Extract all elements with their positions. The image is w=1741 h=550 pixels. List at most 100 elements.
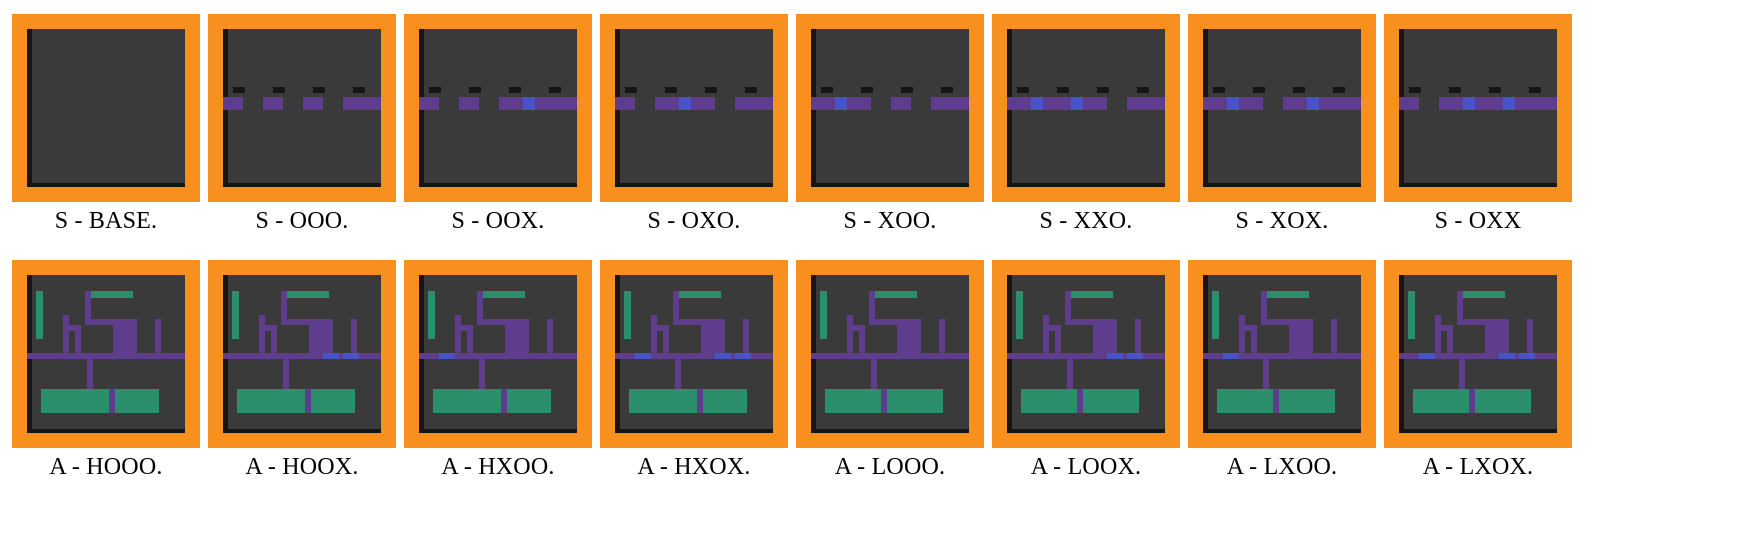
maze-wall [859, 331, 865, 359]
wall-segment [655, 97, 675, 110]
maze-wall [1459, 359, 1465, 389]
shadow-bump [665, 87, 677, 93]
shadow-bump [1097, 87, 1109, 93]
multi-room-tile [992, 260, 1180, 448]
shadow-bump [1489, 87, 1501, 93]
maze-wall [743, 319, 749, 359]
wall-segment [1399, 97, 1419, 110]
maze-wall-horizontal [27, 353, 185, 359]
door-open [679, 97, 691, 110]
shadow-bump [1017, 87, 1029, 93]
maze-wall [675, 359, 681, 389]
maze-wall [1135, 319, 1141, 359]
grid-environment [419, 29, 577, 187]
shadow-bottom [223, 429, 381, 433]
maze-wall-horizontal [811, 353, 969, 359]
maze-wall [1055, 331, 1061, 359]
maze-wall [1065, 319, 1099, 325]
maze-wall [283, 359, 289, 389]
shadow-bump [1253, 87, 1265, 93]
shadow-bottom [1203, 183, 1361, 187]
shadow-bump [1057, 87, 1069, 93]
door-open [735, 353, 751, 359]
door-open [1519, 353, 1535, 359]
maze-wall [155, 319, 161, 359]
maze-wall [1067, 359, 1073, 389]
maze-wall [271, 331, 277, 359]
maze-block [897, 319, 921, 359]
shadow-bottom [1007, 183, 1165, 187]
divider [1469, 389, 1475, 413]
maze-wall [1043, 325, 1061, 331]
maze-wall-horizontal [1007, 353, 1165, 359]
door-open [1307, 97, 1319, 110]
door-open [343, 353, 359, 359]
goal-bar-left [624, 291, 631, 339]
maze-block [309, 319, 333, 359]
shadow-bump [821, 87, 833, 93]
wall-segment [539, 97, 577, 110]
wall-segment [615, 97, 635, 110]
shadow-left [27, 29, 32, 187]
grid-environment [811, 275, 969, 433]
maze-wall [1251, 331, 1257, 359]
maze-wall [1435, 315, 1441, 359]
tile-caption: A - HOOO. [49, 454, 163, 480]
goal-bar-left [232, 291, 239, 339]
wall-segment [1519, 97, 1557, 110]
tile-caption: S - OXO. [647, 208, 741, 234]
maze-wall [1457, 319, 1491, 325]
maze-wall [455, 325, 473, 331]
maze-wall [1239, 325, 1257, 331]
maze-wall [351, 319, 357, 359]
grid-environment [1399, 275, 1557, 433]
wall-segment [343, 97, 381, 110]
divider [501, 389, 507, 413]
shadow-bump [549, 87, 561, 93]
wall-segment [1127, 97, 1165, 110]
tile-caption: A - LXOO. [1226, 454, 1338, 480]
door-open [635, 353, 651, 359]
door-open [1503, 97, 1515, 110]
maze-block [113, 319, 137, 359]
grid-environment [223, 29, 381, 187]
shadow-bottom [1203, 429, 1361, 433]
wall-segment [1439, 97, 1459, 110]
grid-environment [223, 275, 381, 433]
maze-wall [1043, 315, 1049, 359]
maze-wall [847, 325, 865, 331]
door-open [1227, 97, 1239, 110]
maze-wall [259, 315, 265, 359]
maze-block [1289, 319, 1313, 359]
maze-wall-horizontal [1399, 353, 1557, 359]
shadow-bump [745, 87, 757, 93]
tile-caption: S - XOO. [843, 208, 937, 234]
tile-caption: S - OOO. [255, 208, 349, 234]
maze-wall [663, 331, 669, 359]
wall-segment [303, 97, 323, 110]
door-open [323, 353, 339, 359]
wall-segment [459, 97, 479, 110]
divider [305, 389, 311, 413]
maze-block [1485, 319, 1509, 359]
tile-caption: S - XXO. [1039, 208, 1133, 234]
maze-wall-horizontal [419, 353, 577, 359]
grid-environment [1203, 29, 1361, 187]
maze-wall [63, 315, 69, 359]
shadow-bottom [811, 183, 969, 187]
maze-wall [85, 291, 91, 325]
maze-wall [651, 315, 657, 359]
maze-wall-horizontal [1203, 353, 1361, 359]
door-open [1107, 353, 1123, 359]
wall-segment [735, 97, 773, 110]
maze-wall [1239, 315, 1245, 359]
maze-wall [1447, 331, 1453, 359]
wall-segment [1203, 97, 1223, 110]
single-room-tile [404, 14, 592, 202]
maze-wall [1527, 319, 1533, 359]
tile-caption: A - HXOO. [441, 454, 555, 480]
shadow-bump [1449, 87, 1461, 93]
maze-wall [63, 325, 81, 331]
door-open [1499, 353, 1515, 359]
shadow-bottom [1399, 183, 1557, 187]
